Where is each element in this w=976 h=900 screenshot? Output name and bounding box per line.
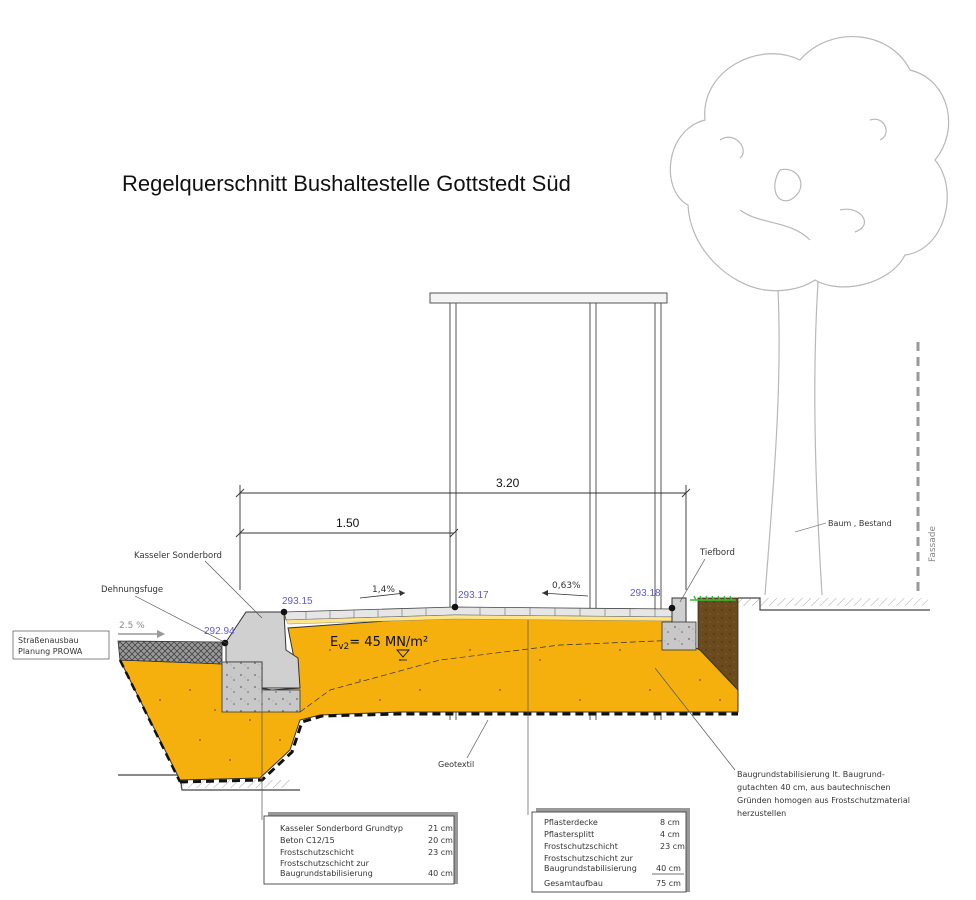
slope-left-paving: 1,4% <box>372 585 395 595</box>
baugrund-note-line-1: Baugrundstabilisierung lt. Baugrund- <box>737 770 885 779</box>
strassenausbau-line-2: Planung PROWA <box>18 647 83 656</box>
label-tiefbord: Tiefbord <box>699 548 735 558</box>
baugrund-note-line-2: gutachten 40 cm, aus bautechnischen <box>737 783 891 792</box>
label-dehnungsfuge: Dehnungsfuge <box>101 585 163 595</box>
label-baum-bestand: Baum , Bestand <box>828 519 892 528</box>
legend-right-row-3-value: 23 cm <box>660 842 685 851</box>
legend-left-row-2-label: Beton C12/15 <box>280 836 335 845</box>
frost-speckles <box>159 649 721 761</box>
label-kasseler-sonderbord: Kasseler Sonderbord <box>134 551 222 561</box>
legend-right-row-5-label: Gesamtaufbau <box>544 879 603 888</box>
page-title: Regelquerschnitt Bushaltestelle Gottsted… <box>122 171 571 196</box>
legend-left: Kasseler Sonderbord Grundtyp 21 cm Beton… <box>263 812 458 885</box>
elevation-kerb-top: 293.15 <box>282 596 313 607</box>
ev2-value: Ev2= 45 MN/m² <box>330 635 428 652</box>
slope-right-paving: 0,63% <box>552 581 581 591</box>
legend-right-row-2-value: 4 cm <box>660 830 680 839</box>
legend-left-row-4-value: 40 cm <box>428 869 453 878</box>
legend-right: Pflasterdecke 8 cm Pflastersplitt 4 cm F… <box>531 808 690 893</box>
dimension-lines <box>235 485 691 590</box>
legend-right-row-5-value: 75 cm <box>656 879 681 888</box>
legend-right-row-3-label: Frostschutzschicht <box>544 842 618 851</box>
strassenausbau-line-1: Straßenausbau <box>18 636 79 645</box>
legend-right-row-4-label: Frostschutzschicht zur <box>544 854 634 863</box>
strassenausbau-box <box>12 630 110 660</box>
elevation-right: 293.18 <box>630 588 661 599</box>
legend-left-row-4-label: Frostschutzschicht zur <box>280 859 370 868</box>
legend-left-row-2-value: 20 cm <box>428 836 453 845</box>
legend-right-row-1-label: Pflasterdecke <box>544 818 598 827</box>
elevation-middle: 293.17 <box>458 590 489 601</box>
dimension-partial: 1.50 <box>336 516 360 530</box>
legend-right-row-1-value: 8 cm <box>660 818 680 827</box>
legend-right-row-4-value: 40 cm <box>656 864 681 873</box>
elevation-left-road: 292.94 <box>204 626 235 637</box>
label-fassade: Fassade <box>928 526 938 562</box>
legend-right-row-2-label: Pflastersplitt <box>544 830 594 839</box>
ev2-marker <box>396 649 410 658</box>
slope-road: 2.5 % <box>119 621 145 631</box>
legend-right-row-4-label2: Baugrundstabilisierung <box>544 864 637 873</box>
baugrund-note-line-4: herzustellen <box>737 809 786 818</box>
legend-left-row-1-label: Kasseler Sonderbord Grundtyp <box>280 824 403 833</box>
legend-left-row-4-label2: Baugrundstabilisierung <box>280 869 373 878</box>
legend-left-row-1-value: 21 cm <box>428 824 453 833</box>
road-asphalt <box>117 640 223 665</box>
grass <box>690 595 736 601</box>
legend-left-row-3-label: Frostschutzschicht <box>280 848 354 857</box>
concrete-foundation <box>221 661 301 713</box>
frost-protection-layer <box>119 616 739 781</box>
legend-left-row-3-value: 23 cm <box>428 848 453 857</box>
label-geotextil: Geotextil <box>438 760 474 769</box>
tree-outline <box>669 36 950 596</box>
tiefbord-foundation <box>661 621 697 651</box>
dimension-total: 3.20 <box>496 476 520 490</box>
baugrund-note-line-3: Gründen homogen aus Frostschutzmaterial <box>737 796 910 805</box>
